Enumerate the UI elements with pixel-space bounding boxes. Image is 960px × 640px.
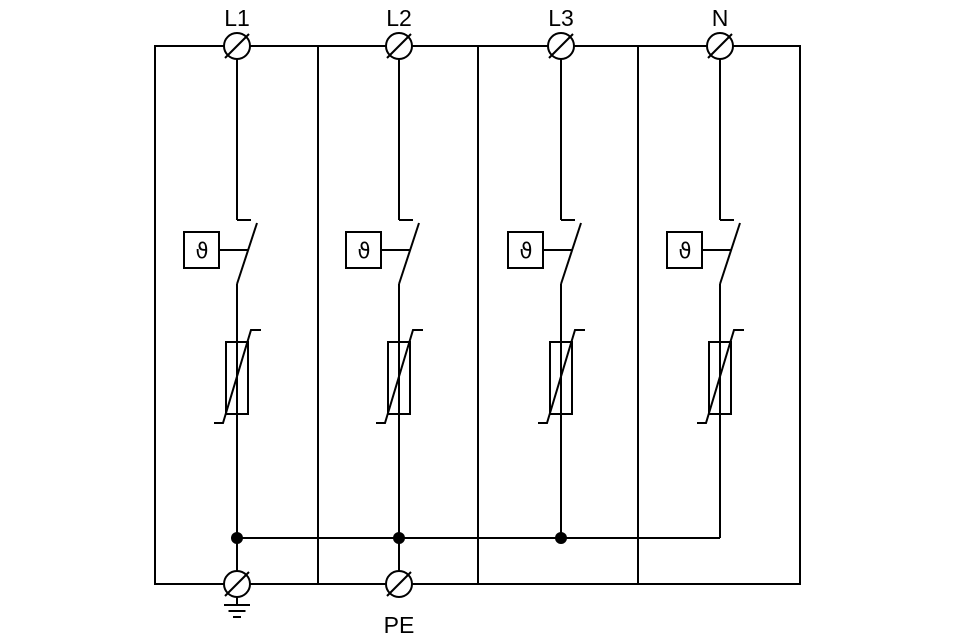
phase-circuit-L3	[508, 33, 585, 538]
bottom-terminal-ground	[223, 570, 251, 598]
phase-label-L1: L1	[224, 5, 250, 31]
phase-column-L3: L3	[508, 5, 585, 538]
phase-column-L2: L2	[346, 5, 423, 538]
phase-circuit-L2	[346, 33, 423, 538]
phase-label-L2: L2	[386, 5, 412, 31]
junction-dot-L2	[393, 532, 405, 544]
junction-dot-L3	[555, 532, 567, 544]
bottom-terminal-pe	[385, 570, 413, 598]
phase-circuit-L1	[184, 33, 261, 538]
pe-label: PE	[384, 612, 415, 638]
phase-label-N: N	[712, 5, 729, 31]
phase-column-L1: L1	[184, 5, 261, 538]
phase-label-L3: L3	[548, 5, 574, 31]
phase-circuit-N	[667, 33, 744, 538]
earth-ground-symbol	[224, 597, 250, 618]
junction-dot-L1	[231, 532, 243, 544]
phase-column-N: N	[667, 5, 744, 538]
